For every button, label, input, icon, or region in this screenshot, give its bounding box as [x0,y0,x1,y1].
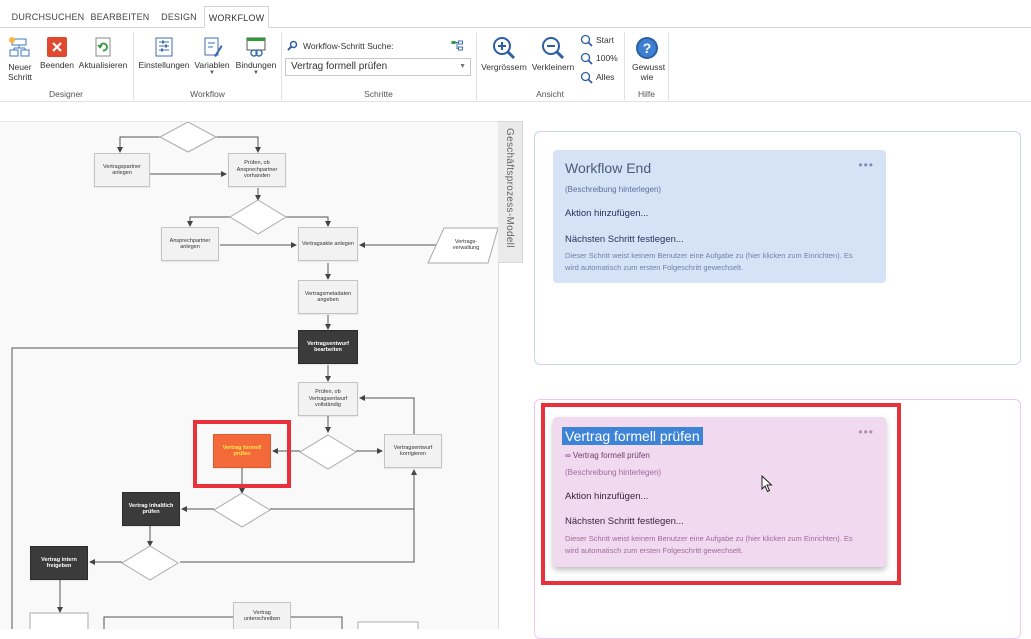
step-search-label: Workflow-Schritt Suche: [303,41,394,51]
chevron-down-icon: ▼ [459,63,466,70]
node-partner-create[interactable]: Vertragspartner anlegen [94,153,150,187]
tab-bearbeiten[interactable]: BEARBEITEN [90,12,150,22]
group-label-view: Ansicht [536,89,564,99]
mouse-cursor-icon [761,475,773,493]
variables-icon [204,37,223,57]
zoom-icon [580,72,593,84]
new-step-button[interactable]: Neuer Schritt [4,36,36,82]
card-title[interactable]: Workflow End [565,160,652,176]
more-options-icon[interactable]: ••• [858,158,874,172]
step-card-formal-check[interactable]: Vertrag formell prüfen ••• ∞ Vertrag for… [553,417,886,567]
node-check-contact[interactable]: Prüfen, ob Ansprechpartner vorhanden [228,153,286,187]
highlight-box [193,420,291,488]
group-separator [281,32,282,100]
variables-button[interactable]: Variablen ▼ [192,36,232,77]
step-panel: Workflow End ••• (Beschreibung hinterleg… [524,121,1031,639]
search-icon [287,40,298,51]
new-step-label: Neuer Schritt [7,62,33,82]
zoom-start-label: Start [596,35,614,45]
more-options-icon[interactable]: ••• [858,425,874,439]
tab-durchsuchen[interactable]: DURCHSUCHEN [11,12,85,22]
node-sign[interactable]: Vertrag unterschreiben [233,602,291,629]
chevron-down-icon: ▼ [253,70,259,76]
node-contract-admin[interactable]: Vertrags-verwaltung [452,238,480,252]
node-contract-file[interactable]: Vertragsakte anlegen [298,227,358,261]
end-button[interactable]: Beenden [38,36,76,70]
card-subtitle: ∞ Vertrag formell prüfen [565,451,650,460]
highlight-box [541,403,901,585]
zoom-out-label: Verkleinern [531,62,575,72]
ribbon-tabs: DURCHSUCHEN BEARBEITEN DESIGN WORKFLOW [0,0,1031,28]
new-step-icon [9,37,30,57]
zoom-icon [580,53,593,65]
diagram-connectors [11,122,498,629]
card-note[interactable]: Dieser Schritt weist keinem Benutzer ein… [565,534,853,555]
zoom-in-label: Vergrössern [481,62,527,72]
lane-workflow-end [534,131,1021,365]
settings-button[interactable]: Einstellungen [136,36,192,70]
node-check-draft[interactable]: Prüfen, ob Vertragsentwurf vollständig [298,382,358,416]
node-internal-release[interactable]: Vertrag intern freigeben [30,546,88,580]
group-separator [476,32,477,100]
card-description[interactable]: (Beschreibung hinterlegen) [565,185,662,194]
ribbon: Neuer Schritt Beenden Aktualisieren Desi… [0,28,1031,102]
end-label: Beenden [39,60,75,70]
node-formal-check[interactable]: Vertrag formell prüfen [213,434,271,468]
close-icon [47,37,67,57]
help-icon: ? [636,37,658,59]
zoom-icon [580,35,593,47]
zoom-all-button[interactable]: Alles [580,70,614,84]
tree-icon[interactable] [451,40,463,51]
group-label-steps: Schritte [364,89,393,99]
group-label-designer: Designer [48,89,84,99]
group-label-help: Hilfe [637,89,655,99]
group-label-workflow: Workflow [190,89,225,99]
vertical-tab-label: Geschäftsprozess-Modell [504,128,515,248]
chevron-down-icon: ▼ [209,70,215,76]
help-label: Gewusst wie [632,62,666,82]
group-separator [624,32,625,100]
add-action-link[interactable]: Aktion hinzufügen... [565,491,649,502]
zoom-out-button[interactable]: Verkleinern [530,36,576,72]
node-draft-correct[interactable]: Vertragsentwurf korrigieren [384,434,442,468]
next-step-link[interactable]: Nächsten Schritt festlegen... [565,234,684,245]
refresh-button[interactable]: Aktualisieren [78,36,128,70]
refresh-label: Aktualisieren [78,60,128,70]
step-select[interactable]: Vertrag formell prüfen ▼ [285,58,471,76]
svg-text:?: ? [643,40,652,56]
step-card-workflow-end[interactable]: Workflow End ••• (Beschreibung hinterleg… [553,150,886,283]
add-action-link[interactable]: Aktion hinzufügen... [565,208,649,219]
group-separator [668,32,669,100]
bindings-label: Bindungen [235,60,277,70]
group-separator [133,32,134,100]
tab-design[interactable]: DESIGN [161,12,197,22]
next-step-link[interactable]: Nächsten Schritt festlegen... [565,516,684,527]
zoom-100-button[interactable]: 100% [580,51,618,65]
settings-icon [155,37,173,57]
step-select-value: Vertrag formell prüfen [291,61,388,72]
variables-label: Variablen [194,60,230,70]
zoom-100-label: 100% [596,53,618,63]
node-content-check[interactable]: Vertrag inhaltlich prüfen [122,492,180,526]
card-title[interactable]: Vertrag formell prüfen [562,427,703,445]
pane-divider[interactable] [498,121,499,629]
bindings-icon [246,37,266,57]
card-description[interactable]: (Beschreibung hinterlegen) [565,468,662,477]
node-contact-create[interactable]: Ansprechpartner anlegen [161,227,219,261]
zoom-out-icon [542,37,565,60]
tab-business-process-model[interactable]: Geschäftsprozess-Modell [498,121,523,263]
help-button[interactable]: ? Gewusst wie [628,36,666,82]
zoom-start-button[interactable]: Start [580,33,614,47]
bindings-button[interactable]: Bindungen ▼ [233,36,279,77]
card-note[interactable]: Dieser Schritt weist keinem Benutzer ein… [565,251,853,272]
zoom-all-label: Alles [596,72,615,82]
refresh-icon [95,37,111,57]
process-diagram[interactable]: Vertragspartner anlegen Prüfen, ob Anspr… [0,121,498,629]
node-metadata[interactable]: Vertragsmetadaten angeben [298,280,358,314]
zoom-in-button[interactable]: Vergrössern [480,36,528,72]
node-draft-edit[interactable]: Vertragsentwurf bearbeiten [298,330,358,364]
settings-label: Einstellungen [138,60,190,70]
zoom-in-icon [493,37,516,60]
tab-workflow[interactable]: WORKFLOW [204,6,269,28]
